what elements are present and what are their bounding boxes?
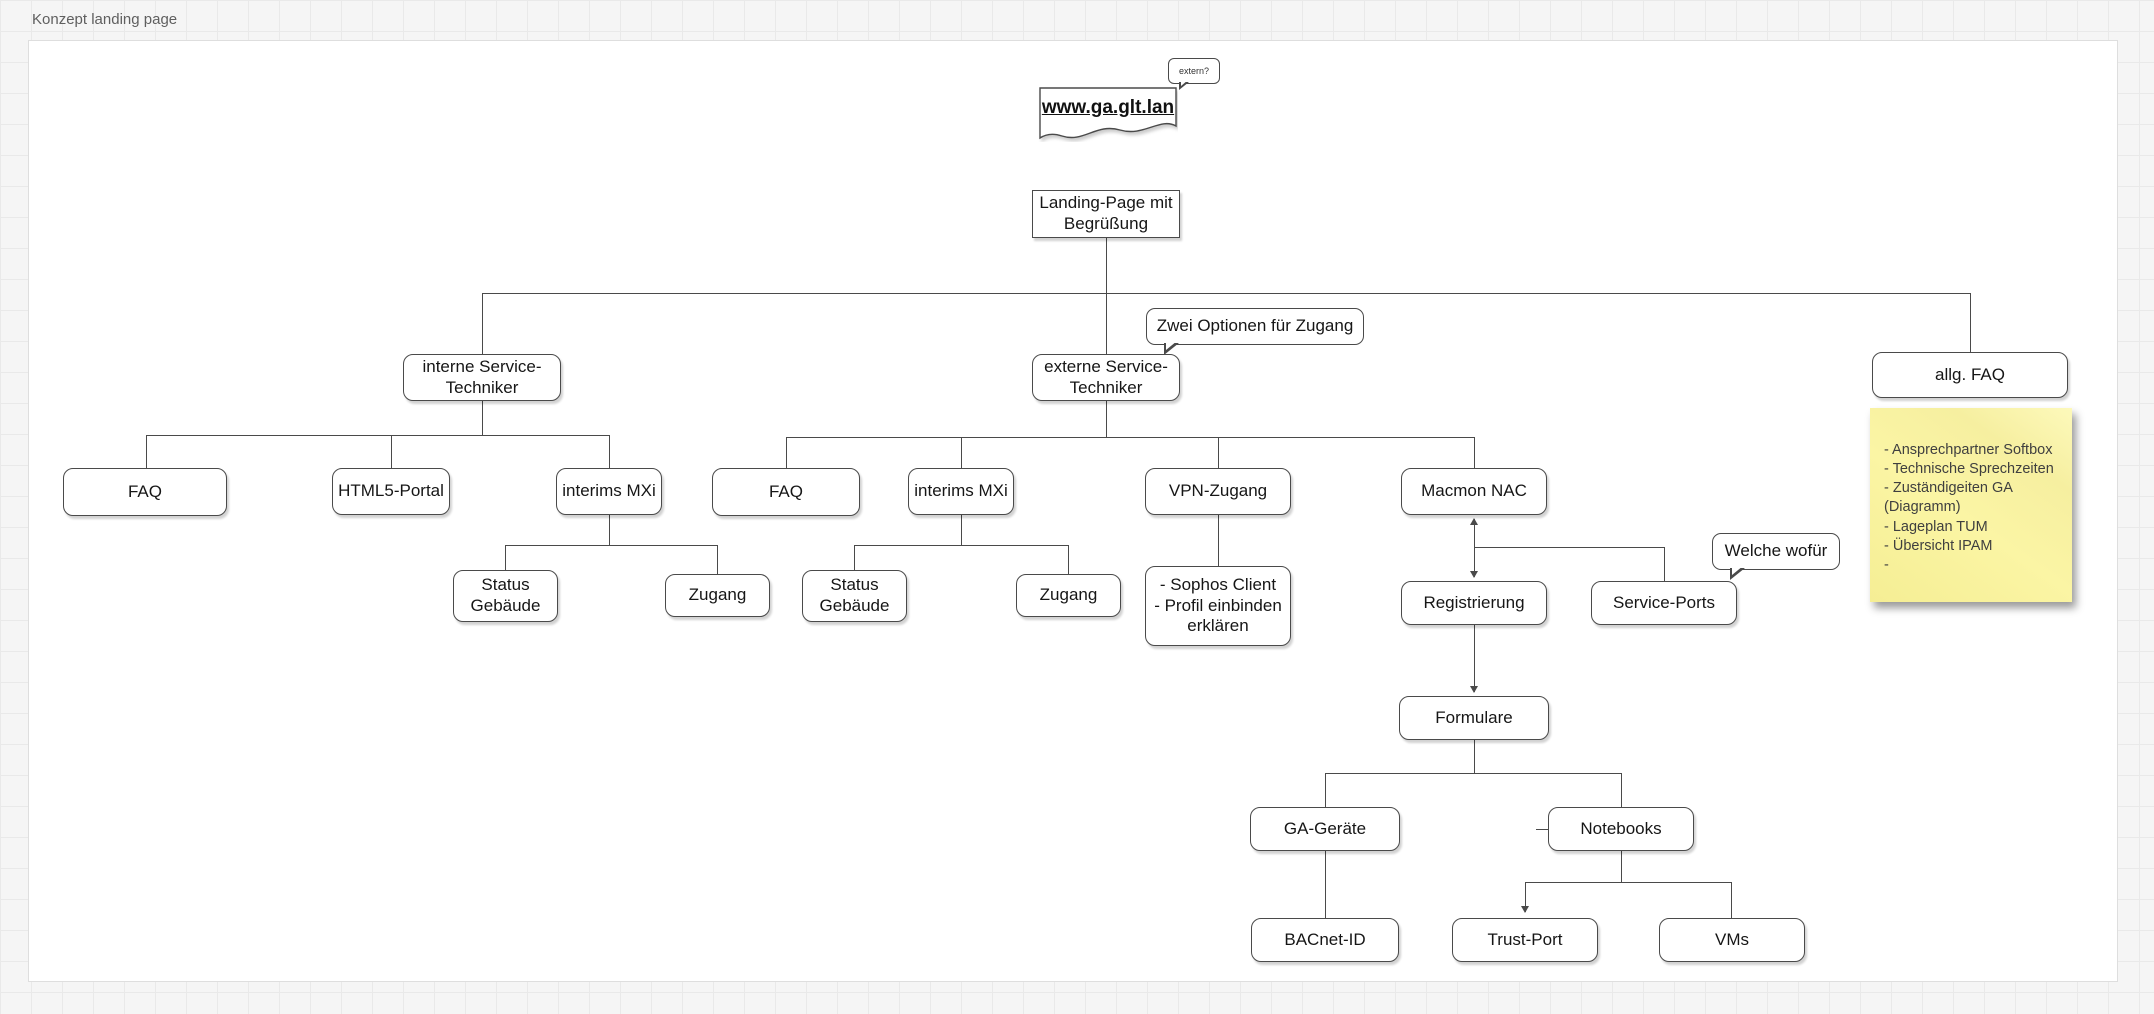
connector-line[interactable] (1325, 773, 1326, 807)
connector-line[interactable] (1474, 547, 1664, 548)
node-interims-mxi-intern[interactable]: interims MXi (556, 468, 662, 515)
node-vms[interactable]: VMs (1659, 918, 1805, 962)
connector-line[interactable] (717, 545, 718, 574)
node-service-ports[interactable]: Service-Ports (1591, 581, 1737, 625)
page-title: Konzept landing page (32, 11, 178, 28)
node-status-gebaeude-intern[interactable]: Status Gebäude (453, 570, 558, 622)
url-document-shape[interactable] (1038, 86, 1178, 142)
connector-line[interactable] (1525, 882, 1526, 912)
connector-line[interactable] (1474, 437, 1475, 468)
connector-line[interactable] (1325, 851, 1326, 918)
connector-line[interactable] (1621, 773, 1622, 807)
node-trust-port[interactable]: Trust-Port (1452, 918, 1598, 962)
node-sophos-client[interactable]: - Sophos Client - Profil einbinden erklä… (1145, 566, 1291, 646)
connector-line[interactable] (1474, 740, 1475, 773)
connector-line[interactable] (961, 515, 962, 545)
node-zugang-intern[interactable]: Zugang (665, 574, 770, 617)
node-externe-service-techniker[interactable]: externe Service- Techniker (1032, 354, 1180, 401)
connector-line[interactable] (1525, 882, 1731, 883)
connector-line[interactable] (786, 437, 1474, 438)
connector-line[interactable] (505, 545, 506, 570)
connector-line[interactable] (1731, 882, 1732, 918)
connector-line[interactable] (854, 545, 1068, 546)
node-allg-faq[interactable]: allg. FAQ (1872, 352, 2068, 398)
node-faq-extern[interactable]: FAQ (712, 468, 860, 516)
connector-line[interactable] (146, 435, 609, 436)
connector-line[interactable] (482, 293, 1970, 294)
node-zugang-extern[interactable]: Zugang (1016, 574, 1121, 617)
connector-line[interactable] (1068, 545, 1069, 574)
node-ga-geraete[interactable]: GA-Geräte (1250, 807, 1400, 851)
connector-line[interactable] (854, 545, 855, 570)
node-extern-question[interactable]: extern? (1168, 58, 1220, 90)
connector-line[interactable] (786, 437, 787, 468)
connector-line[interactable] (1218, 515, 1219, 566)
connector-line[interactable] (1106, 401, 1107, 437)
node-bacnet-id[interactable]: BACnet-ID (1251, 918, 1399, 962)
node-notebooks[interactable]: Notebooks (1548, 807, 1694, 851)
node-interims-mxi-extern[interactable]: interims MXi (908, 468, 1014, 515)
connector-line[interactable] (1106, 238, 1107, 293)
node-registrierung[interactable]: Registrierung (1401, 581, 1547, 625)
connector-line[interactable] (609, 435, 610, 468)
connector-line[interactable] (1474, 519, 1475, 577)
connector-line[interactable] (1106, 293, 1107, 354)
node-macmon-nac[interactable]: Macmon NAC (1401, 468, 1547, 515)
arrowhead-up-icon (1470, 518, 1478, 525)
node-vpn-zugang[interactable]: VPN-Zugang (1145, 468, 1291, 515)
node-zwei-optionen[interactable]: Zwei Optionen für Zugang (1146, 308, 1364, 355)
node-formulare[interactable]: Formulare (1399, 696, 1549, 740)
connector-line[interactable] (505, 545, 717, 546)
arrowhead-down-icon (1470, 686, 1478, 693)
connector-line[interactable] (146, 435, 147, 468)
node-status-gebaeude-extern[interactable]: Status Gebäude (802, 570, 907, 622)
connector-line[interactable] (1474, 625, 1475, 692)
connector-line[interactable] (1325, 773, 1621, 774)
node-html5-portal[interactable]: HTML5-Portal (332, 468, 450, 515)
node-interne-service-techniker[interactable]: interne Service- Techniker (403, 354, 561, 401)
connector-line[interactable] (961, 437, 962, 468)
node-landing-page[interactable]: Landing-Page mit Begrüßung (1032, 190, 1180, 238)
connector-line[interactable] (1970, 293, 1971, 352)
connector-line[interactable] (1536, 829, 1548, 830)
connector-line[interactable] (1218, 437, 1219, 468)
connector-line[interactable] (482, 401, 483, 435)
connector-line[interactable] (609, 515, 610, 545)
connector-line[interactable] (482, 293, 483, 354)
url-document-label[interactable]: www.ga.glt.lan (1041, 97, 1175, 118)
connector-line[interactable] (391, 435, 392, 468)
connector-line[interactable] (1621, 851, 1622, 882)
node-welche-wofuer[interactable]: Welche wofür (1712, 533, 1840, 580)
node-faq-intern[interactable]: FAQ (63, 468, 227, 516)
sticky-note[interactable]: - Ansprechpartner Softbox - Technische S… (1870, 408, 2072, 602)
arrowhead-down-icon (1470, 571, 1478, 578)
arrowhead-down-icon (1521, 906, 1529, 913)
connector-line[interactable] (1664, 547, 1665, 581)
